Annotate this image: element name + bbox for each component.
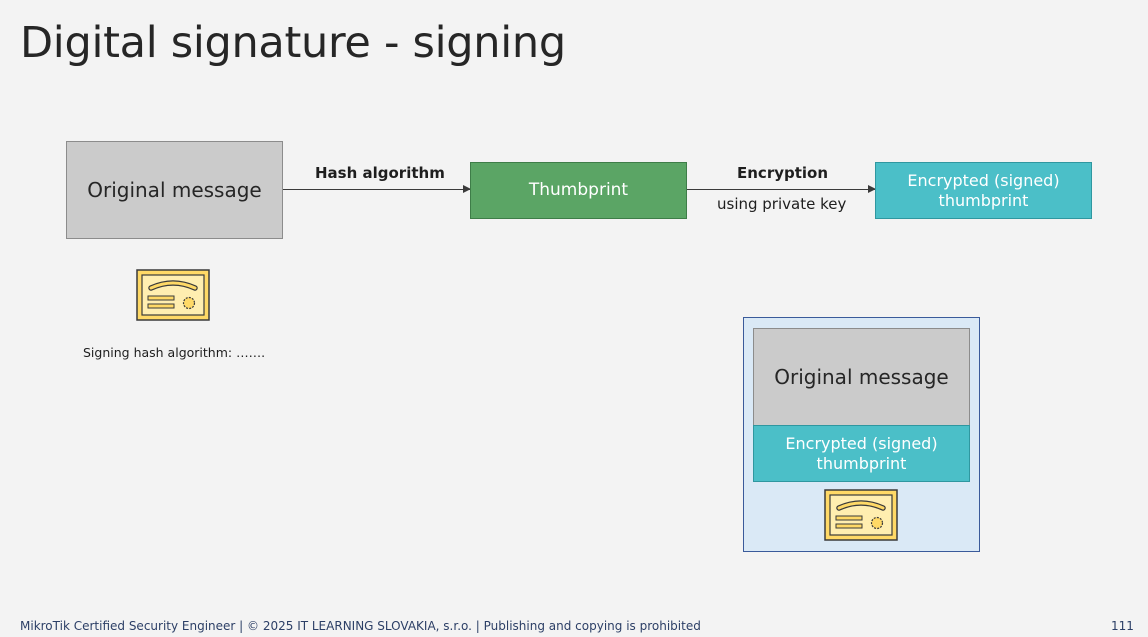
encryption-label: Encryption xyxy=(737,164,829,182)
hash-algorithm-label: Hash algorithm xyxy=(315,164,445,182)
slide-title: Digital signature - signing xyxy=(20,18,566,68)
encryption-sublabel: using private key xyxy=(717,195,847,213)
certificate-icon xyxy=(136,269,210,321)
signed-encrypted-thumbprint-box: Encrypted (signed) thumbprint xyxy=(753,425,970,482)
hash-arrow xyxy=(283,185,471,193)
encryption-arrow xyxy=(687,185,876,193)
signing-hash-caption: Signing hash algorithm: ……. xyxy=(83,345,266,360)
encrypted-thumbprint-box: Encrypted (signed) thumbprint xyxy=(875,162,1092,219)
signed-original-message-box: Original message xyxy=(753,328,970,426)
original-message-box: Original message xyxy=(66,141,283,239)
page-number: 111 xyxy=(1111,619,1134,633)
footer-text: MikroTik Certified Security Engineer | ©… xyxy=(20,619,701,633)
thumbprint-box: Thumbprint xyxy=(470,162,687,219)
certificate-icon xyxy=(824,489,898,541)
